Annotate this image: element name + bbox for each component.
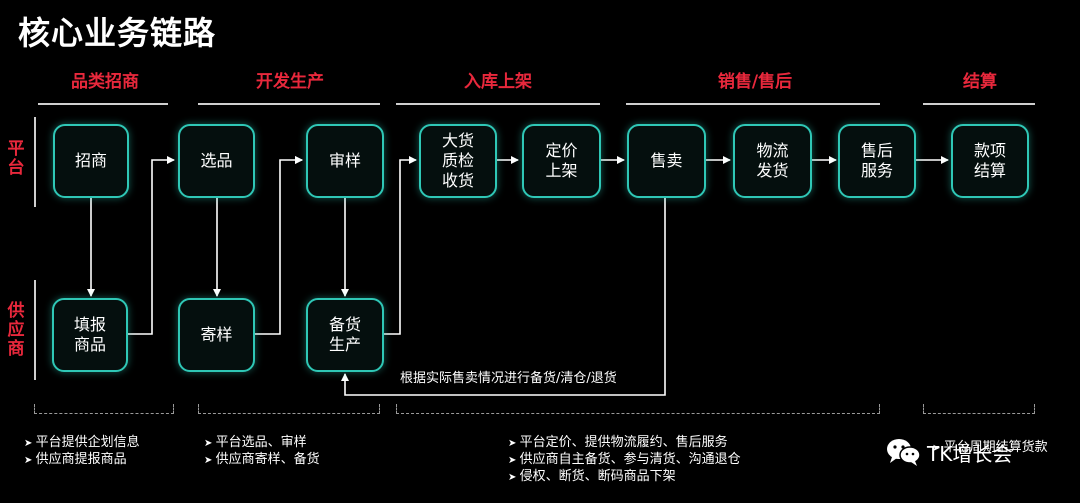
node-beihuo: 备货 生产 [306,298,384,372]
bracket-group2 [198,404,380,414]
node-tianbao: 填报 商品 [52,298,128,372]
note-item: 平台定价、提供物流履约、售后服务 [508,435,741,452]
note-item: 供应商提报商品 [24,452,140,469]
role-supplier: 供 应 商 [7,301,25,359]
node-dahuo: 大货 质检 收货 [419,124,497,198]
phase-settlement: 结算 [963,72,997,92]
phase-divider [198,103,380,105]
role-divider [34,280,36,380]
notes-group3: 平台定价、提供物流履约、售后服务 供应商自主备货、参与清货、沟通退仓 侵权、断货… [508,435,741,486]
phase-divider [923,103,1035,105]
node-shenyang: 审样 [306,124,384,198]
note-item: 供应商寄样、备货 [204,452,320,469]
note-item: 平台提供企划信息 [24,435,140,452]
phase-category-recruitment: 品类招商 [71,72,139,92]
phase-sales: 销售/售后 [717,72,793,92]
phase-divider [626,103,880,105]
node-xuanpin: 选品 [178,124,255,198]
node-shouhou: 售后 服务 [838,124,916,198]
phase-warehousing: 入库上架 [464,72,532,92]
note-item: 平台周期结算货款 [932,440,1048,457]
note-item: 平台选品、审样 [204,435,320,452]
bracket-group4 [923,404,1035,414]
note-item: 供应商自主备货、参与清货、沟通退仓 [508,452,741,469]
brand-watermark: TK增长会 [885,436,1012,468]
brand-name: TK增长会 [927,441,1013,466]
notes-group1: 平台提供企划信息 供应商提报商品 [24,435,140,469]
phase-divider [38,103,168,105]
notes-group4: 平台周期结算货款 [932,440,1048,457]
role-platform: 平 台 [7,139,25,178]
bracket-group1 [34,404,174,414]
role-divider [34,117,36,207]
node-shoumai: 售卖 [627,124,706,198]
notes-group2: 平台选品、审样 供应商寄样、备货 [204,435,320,469]
phase-divider [396,103,600,105]
feedback-label: 根据实际售卖情况进行备货/清仓/退货 [400,371,617,386]
phase-development: 开发生产 [256,72,324,92]
bracket-group3 [396,404,880,414]
node-jiyang: 寄样 [178,298,255,372]
node-zhaoshang: 招商 [53,124,129,198]
wechat-icon [885,436,921,468]
node-dingjia: 定价 上架 [522,124,601,198]
page-title: 核心业务链路 [18,14,217,52]
node-wuliu: 物流 发货 [733,124,812,198]
note-item: 侵权、断货、断码商品下架 [508,469,741,486]
node-kuanxiang: 款项 结算 [951,124,1029,198]
